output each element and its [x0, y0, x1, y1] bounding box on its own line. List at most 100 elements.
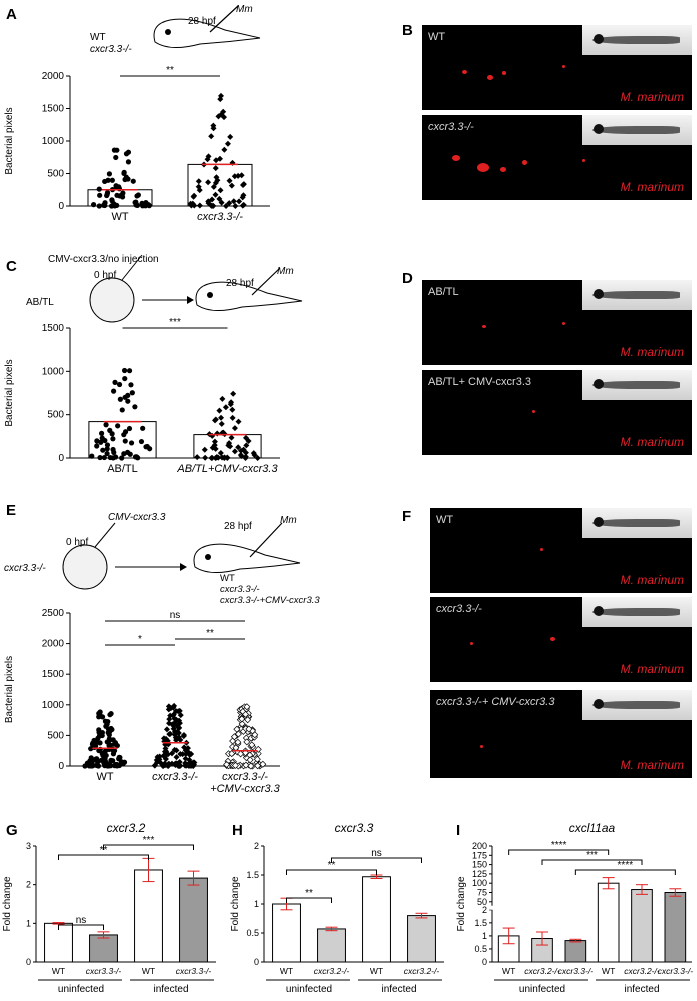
data-point — [214, 177, 221, 184]
x-tick-label: WT — [280, 966, 293, 976]
data-point — [195, 178, 202, 185]
data-point — [209, 196, 216, 203]
data-point — [229, 406, 236, 413]
data-point — [89, 453, 95, 459]
significance-line — [103, 844, 194, 850]
data-point — [217, 450, 224, 457]
data-point — [228, 182, 235, 189]
data-point — [114, 147, 120, 153]
data-point — [240, 181, 247, 188]
strain-label: cxcr3.3-/- — [4, 563, 46, 574]
data-point — [251, 451, 258, 458]
data-point — [104, 450, 110, 457]
data-point — [242, 710, 250, 718]
y-tick-label: 0.5 — [246, 928, 259, 938]
x-tick-label: cxcr3.3-/- — [86, 966, 122, 976]
data-point — [107, 454, 113, 461]
x-tick-label: cxcr3.3-/- — [152, 771, 198, 783]
data-point — [217, 96, 224, 103]
data-point — [254, 750, 262, 758]
data-point — [122, 375, 128, 382]
data-point — [228, 434, 235, 441]
significance-label: ns — [371, 848, 382, 859]
x-tick-label: WT — [111, 211, 128, 223]
time-label: 28 hpf — [188, 16, 216, 27]
data-point — [103, 422, 109, 428]
significance-line — [286, 869, 377, 875]
data-point — [112, 740, 118, 746]
group-label: infected — [153, 984, 188, 995]
y-tick-label: 1.5 — [474, 918, 487, 928]
injection-label: Mm — [280, 515, 297, 526]
data-point — [103, 723, 109, 729]
data-point — [237, 750, 245, 758]
panel-letter-h: H — [232, 822, 243, 839]
injection-label: Mm — [277, 266, 294, 277]
data-point — [121, 170, 127, 177]
data-point — [165, 703, 172, 710]
data-point — [116, 381, 123, 388]
data-point — [110, 436, 116, 442]
significance-label: *** — [586, 850, 598, 861]
y-tick-label: 2 — [482, 905, 487, 915]
chart-title: cxcr3.2 — [107, 821, 146, 835]
data-point — [205, 200, 212, 207]
significance-label: ** — [305, 888, 313, 899]
bar — [317, 928, 346, 963]
needle-icon — [251, 267, 281, 296]
data-point — [181, 744, 188, 751]
x-tick-label: cxcr3.3-/- — [658, 966, 694, 976]
data-point — [231, 761, 239, 769]
data-point — [166, 731, 173, 738]
bar — [631, 889, 653, 963]
data-point — [201, 446, 208, 453]
data-point — [101, 454, 107, 461]
data-point — [212, 165, 219, 172]
y-axis-label: Fold change — [456, 876, 467, 931]
data-point — [88, 746, 94, 752]
data-point — [210, 183, 217, 190]
data-point — [125, 398, 131, 404]
data-point — [231, 448, 238, 455]
micrograph-label: WT — [428, 31, 446, 43]
data-point — [227, 443, 234, 450]
data-point — [94, 756, 100, 762]
panel-e-schematic: CMV-cxcr3.3 0 hpf cxcr3.3-/- 28 hpf Mm W… — [4, 512, 320, 605]
x-tick-label: cxcr3.3-/- — [197, 211, 243, 223]
data-point — [132, 454, 139, 460]
data-point — [246, 756, 254, 764]
time-label: 28 hpf — [226, 278, 254, 289]
data-point — [177, 736, 184, 743]
data-point — [106, 171, 113, 177]
y-tick-label: 0.5 — [474, 944, 487, 954]
micrograph-label: AB/TL+ CMV-cxcr3.3 — [428, 376, 532, 388]
embryo-egg-icon — [89, 277, 135, 323]
group-label: uninfected — [519, 984, 565, 995]
y-tick-label: 2 — [254, 841, 259, 851]
data-point — [191, 202, 198, 209]
panel-a-schematic: WT cxcr3.3-/- 28 hpf Mm — [90, 4, 261, 55]
y-axis-label: Fold change — [2, 876, 13, 931]
data-point — [99, 750, 105, 757]
zebrafish-embryo-icon — [193, 543, 301, 573]
x-tick-label: cxcr3.2-/- — [624, 966, 660, 976]
data-point — [129, 390, 135, 396]
y-tick-label: 1 — [26, 918, 31, 928]
data-point — [121, 451, 127, 457]
x-tick-label: WT — [96, 771, 113, 783]
data-point — [169, 750, 176, 757]
x-tick-label: AB/TL+CMV-cxcr3.3 — [176, 463, 278, 475]
data-point — [244, 716, 252, 724]
data-point — [226, 440, 233, 447]
micrograph-f-wt: WT M. marinum — [430, 508, 692, 593]
data-point — [153, 756, 160, 763]
data-point — [154, 753, 161, 760]
data-point — [113, 154, 119, 161]
panel-letter-b: B — [402, 22, 413, 39]
bar — [272, 903, 301, 963]
y-tick-label: 1 — [482, 931, 487, 941]
data-point — [128, 382, 134, 388]
data-point — [212, 416, 219, 423]
data-point — [110, 446, 116, 453]
